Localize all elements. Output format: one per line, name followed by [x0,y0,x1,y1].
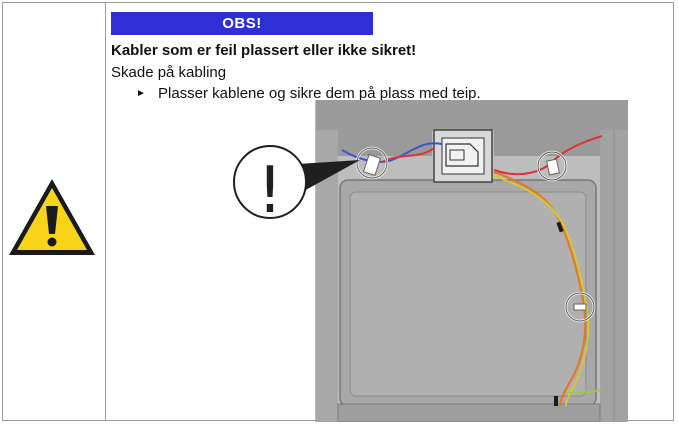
instruction-text: Plasser kablene og sikre dem på plass me… [158,85,481,102]
callout-exclamation: ! [257,154,283,228]
yellow-cable [493,175,590,407]
instruction-item: ► Plasser kablene og sikre dem på plass m… [136,85,481,102]
left-shoulder [316,130,432,156]
notice-consequence: Skade på kabling [111,64,227,81]
bullet-arrow-icon: ► [136,88,146,99]
obs-label-bar: OBS! [111,12,373,35]
left-rail [316,130,338,422]
right-shoulder [494,130,628,156]
notice-heading: Kabler som er feil plassert eller ikke s… [111,42,417,59]
tape-left [362,153,382,177]
orange-cable [493,170,587,407]
cable-routing-figure: ! [233,100,628,422]
warning-triangle-icon [9,179,95,255]
exclamation-callout-icon [233,145,307,219]
tape-right [546,158,560,176]
callout-pointer [298,160,360,192]
tape-lower [573,303,587,311]
blue-cable [341,142,443,163]
top-shelf [316,100,628,130]
bottom-trim [337,403,601,422]
column-divider [105,2,106,421]
